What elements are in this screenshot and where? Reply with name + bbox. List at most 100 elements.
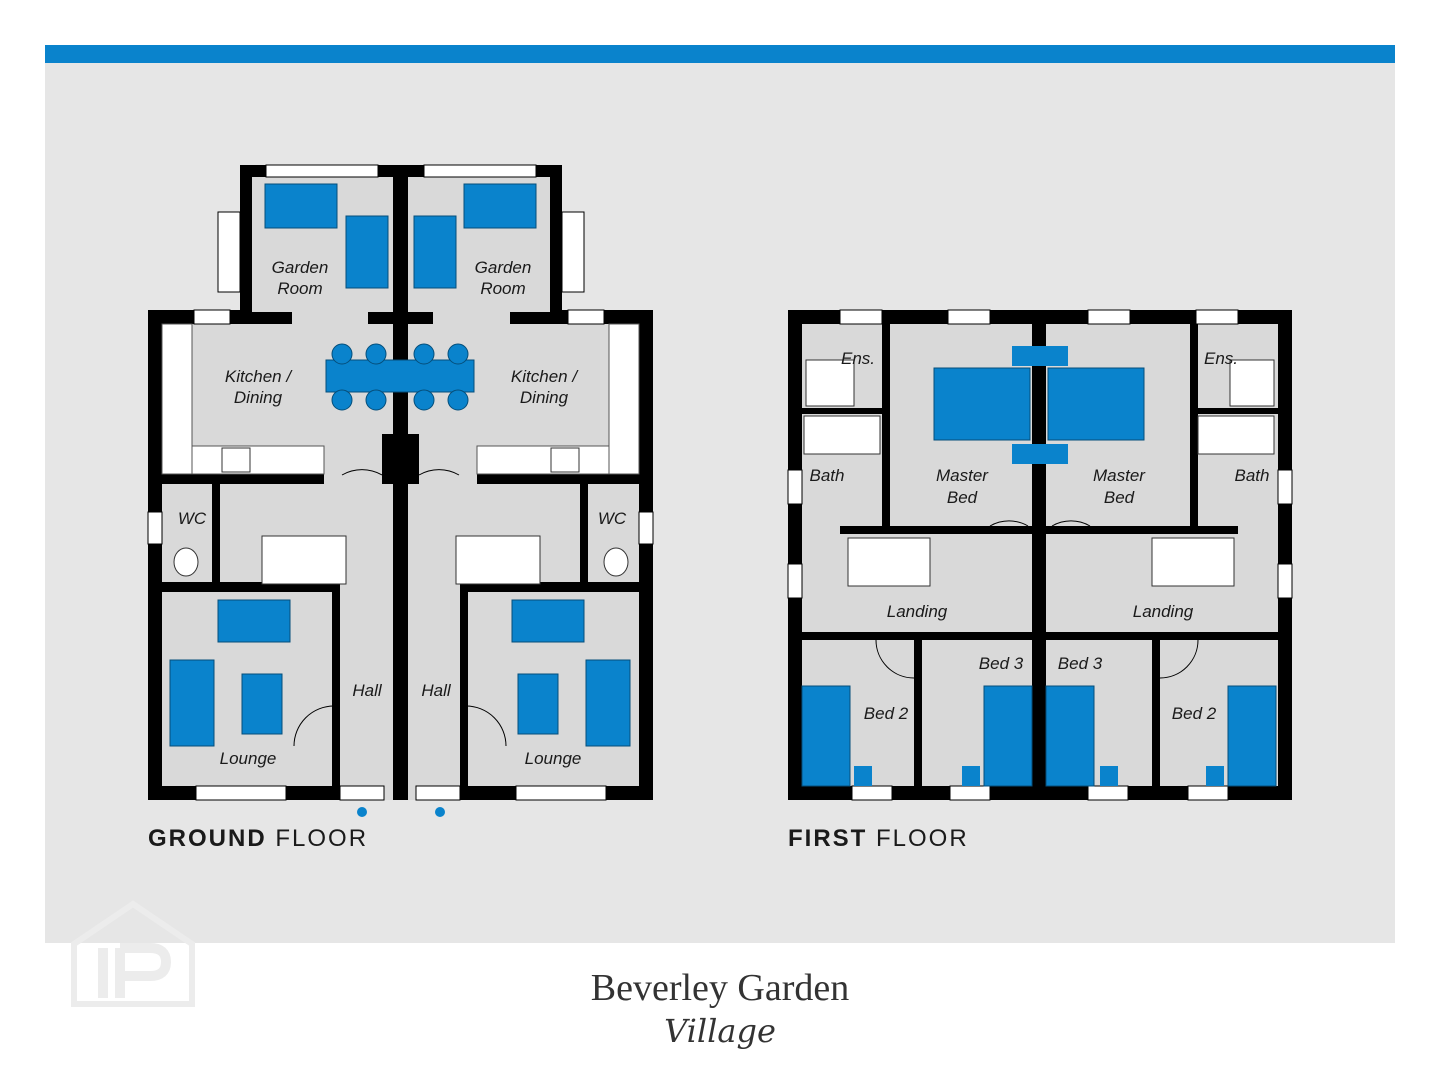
staircase — [455, 535, 541, 585]
window — [787, 469, 803, 505]
wall — [212, 484, 220, 584]
window — [265, 164, 379, 178]
bedside-table — [1012, 444, 1068, 464]
bath — [1197, 415, 1275, 455]
french-door — [217, 211, 241, 293]
brand-subtitle: Village — [664, 1012, 776, 1050]
door-swing — [1159, 639, 1199, 679]
room-label: Kitchen / — [225, 367, 293, 386]
room-label: Hall — [421, 681, 452, 700]
ground-floor-plan: Garden Room Garden Room Kitchen / Dining… — [147, 164, 654, 817]
room-label: Bed 2 — [1172, 704, 1217, 723]
wall — [882, 324, 890, 534]
window — [195, 785, 287, 801]
window — [947, 309, 991, 325]
wall — [510, 312, 562, 324]
wall — [460, 582, 468, 786]
room-label: Room — [480, 279, 525, 298]
room-label: Hall — [352, 681, 383, 700]
wall — [1198, 408, 1278, 414]
room-label: Bed 3 — [979, 654, 1024, 673]
window — [787, 563, 803, 599]
wall — [802, 408, 882, 414]
window — [949, 785, 991, 801]
first-floor-title: FIRST FLOOR — [788, 825, 969, 853]
room-label: Master — [936, 466, 989, 485]
window — [851, 785, 893, 801]
wall — [382, 434, 393, 484]
window — [638, 511, 654, 545]
door-swing — [989, 520, 1029, 527]
room-label: Room — [277, 279, 322, 298]
window — [1187, 785, 1229, 801]
hob — [221, 447, 251, 473]
sofa — [463, 183, 537, 229]
front-door — [339, 785, 385, 801]
room-label: Bed — [947, 488, 978, 507]
watermark-logo-icon — [71, 900, 195, 1007]
room-label: Ens. — [1204, 349, 1238, 368]
bed — [1227, 685, 1277, 787]
first-floor-plan: Ens. Ens. Bath Bath Master Bed Master Be… — [787, 309, 1293, 801]
staircase — [1151, 537, 1235, 587]
room-label: Dining — [234, 388, 283, 407]
room-label: Master — [1093, 466, 1146, 485]
door-swing — [293, 705, 335, 747]
first-floor-title-light: FLOOR — [876, 825, 969, 852]
party-wall — [1032, 310, 1046, 800]
bedside-table — [1206, 766, 1224, 786]
bedside-table — [962, 766, 980, 786]
room-label: Landing — [887, 602, 948, 621]
wall — [840, 526, 1032, 534]
toilet — [173, 547, 199, 577]
counter — [161, 323, 193, 475]
window — [423, 164, 537, 178]
room-label: Lounge — [525, 749, 582, 768]
window — [839, 309, 883, 325]
room-label: Bath — [1235, 466, 1270, 485]
window — [147, 511, 163, 545]
wall — [1190, 324, 1198, 534]
bath — [803, 415, 881, 455]
window — [1195, 309, 1239, 325]
bedside-table — [1100, 766, 1118, 786]
hob — [550, 447, 580, 473]
room-label: Garden — [272, 258, 329, 277]
door-swing — [875, 639, 915, 679]
wall — [162, 582, 338, 592]
staircase — [261, 535, 347, 585]
bed — [1047, 367, 1145, 441]
window — [515, 785, 607, 801]
accent-bar — [45, 45, 1395, 63]
brand-logo: Beverley Garden Village — [560, 965, 880, 1051]
room-label: Kitchen / — [511, 367, 579, 386]
bedside-table — [1012, 346, 1068, 366]
dining-table — [325, 359, 475, 393]
room-label: Ens. — [841, 349, 875, 368]
wall — [1046, 526, 1238, 534]
french-door — [561, 211, 585, 293]
room-label: Bed 3 — [1058, 654, 1103, 673]
coffee-table — [517, 673, 559, 735]
wall — [240, 312, 292, 324]
staircase — [847, 537, 931, 587]
bedside-table — [854, 766, 872, 786]
bed — [983, 685, 1033, 787]
room-label: Bath — [810, 466, 845, 485]
wall — [1278, 310, 1292, 800]
room-label: Dining — [520, 388, 569, 407]
bed — [933, 367, 1031, 441]
window — [193, 309, 231, 325]
chair — [365, 389, 387, 411]
bed — [801, 685, 851, 787]
counter — [608, 323, 640, 475]
front-door — [415, 785, 461, 801]
window — [1277, 469, 1293, 505]
ground-floor-title-light: FLOOR — [275, 825, 369, 852]
chair — [447, 389, 469, 411]
room-label: Bed — [1104, 488, 1135, 507]
wall — [639, 310, 653, 800]
chair — [447, 343, 469, 365]
sofa — [264, 183, 338, 229]
wall — [1046, 632, 1278, 640]
